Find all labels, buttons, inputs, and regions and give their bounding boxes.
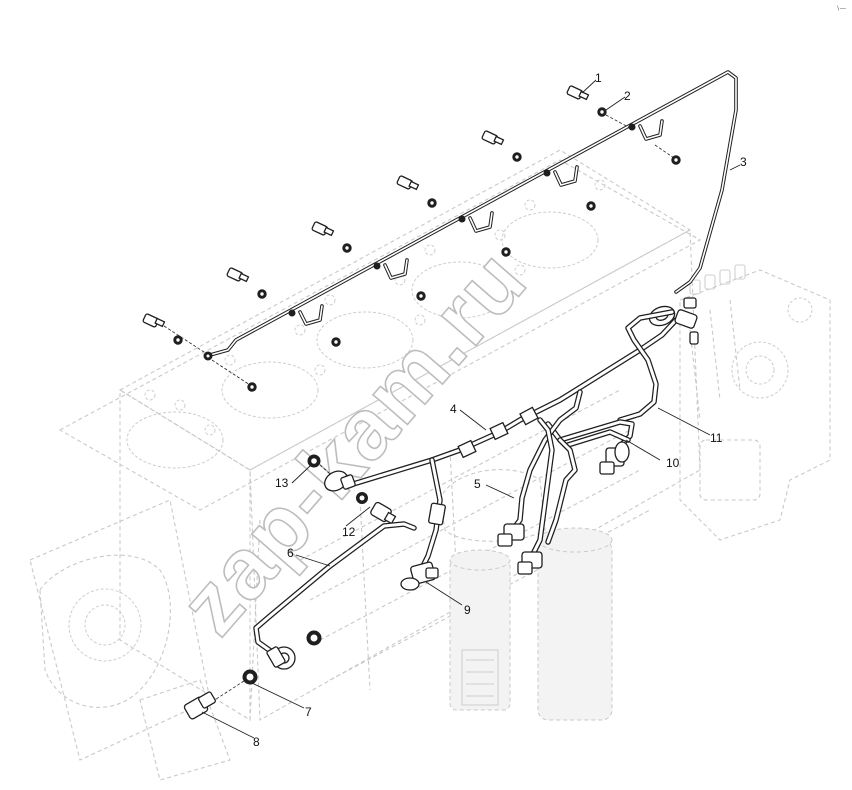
bolt-group-3 xyxy=(311,221,426,301)
fuel-line-4 xyxy=(324,297,699,492)
callout-3: 3 xyxy=(740,155,747,169)
fuel-line-9 xyxy=(400,457,446,591)
bolt-group-5 xyxy=(481,130,596,211)
callout-13: 13 xyxy=(275,476,289,490)
bolt-group-1 xyxy=(142,313,257,392)
callout-12: 12 xyxy=(342,525,356,539)
corner-mark: ∖— xyxy=(836,6,846,12)
bolt-group-2 xyxy=(226,267,341,347)
fuel-line-5 xyxy=(497,389,583,575)
fuel-line-4-fasteners xyxy=(307,454,397,525)
leader-lines xyxy=(201,79,741,739)
callouts: 1 2 3 4 5 6 7 8 9 10 11 12 13 xyxy=(253,71,747,749)
callout-7: 7 xyxy=(305,705,312,719)
callout-11: 11 xyxy=(710,431,723,445)
callout-1: 1 xyxy=(595,71,602,85)
lower-fasteners xyxy=(183,630,322,720)
fuel-line-6 xyxy=(253,521,417,670)
callout-8: 8 xyxy=(253,735,260,749)
rail-bolts-and-washers xyxy=(142,85,681,392)
callout-5: 5 xyxy=(474,477,481,491)
bolt-group-4 xyxy=(396,175,511,257)
fuel-line-10 xyxy=(545,419,635,475)
callout-4: 4 xyxy=(450,402,457,416)
engine-block-background xyxy=(29,149,831,781)
callout-10: 10 xyxy=(666,456,680,470)
leak-off-rail xyxy=(203,70,738,361)
callout-6: 6 xyxy=(287,546,294,560)
bolt-group-6 xyxy=(566,85,681,165)
callout-9: 9 xyxy=(464,603,471,617)
fuel-line-11 xyxy=(617,309,675,423)
callout-2: 2 xyxy=(624,89,631,103)
